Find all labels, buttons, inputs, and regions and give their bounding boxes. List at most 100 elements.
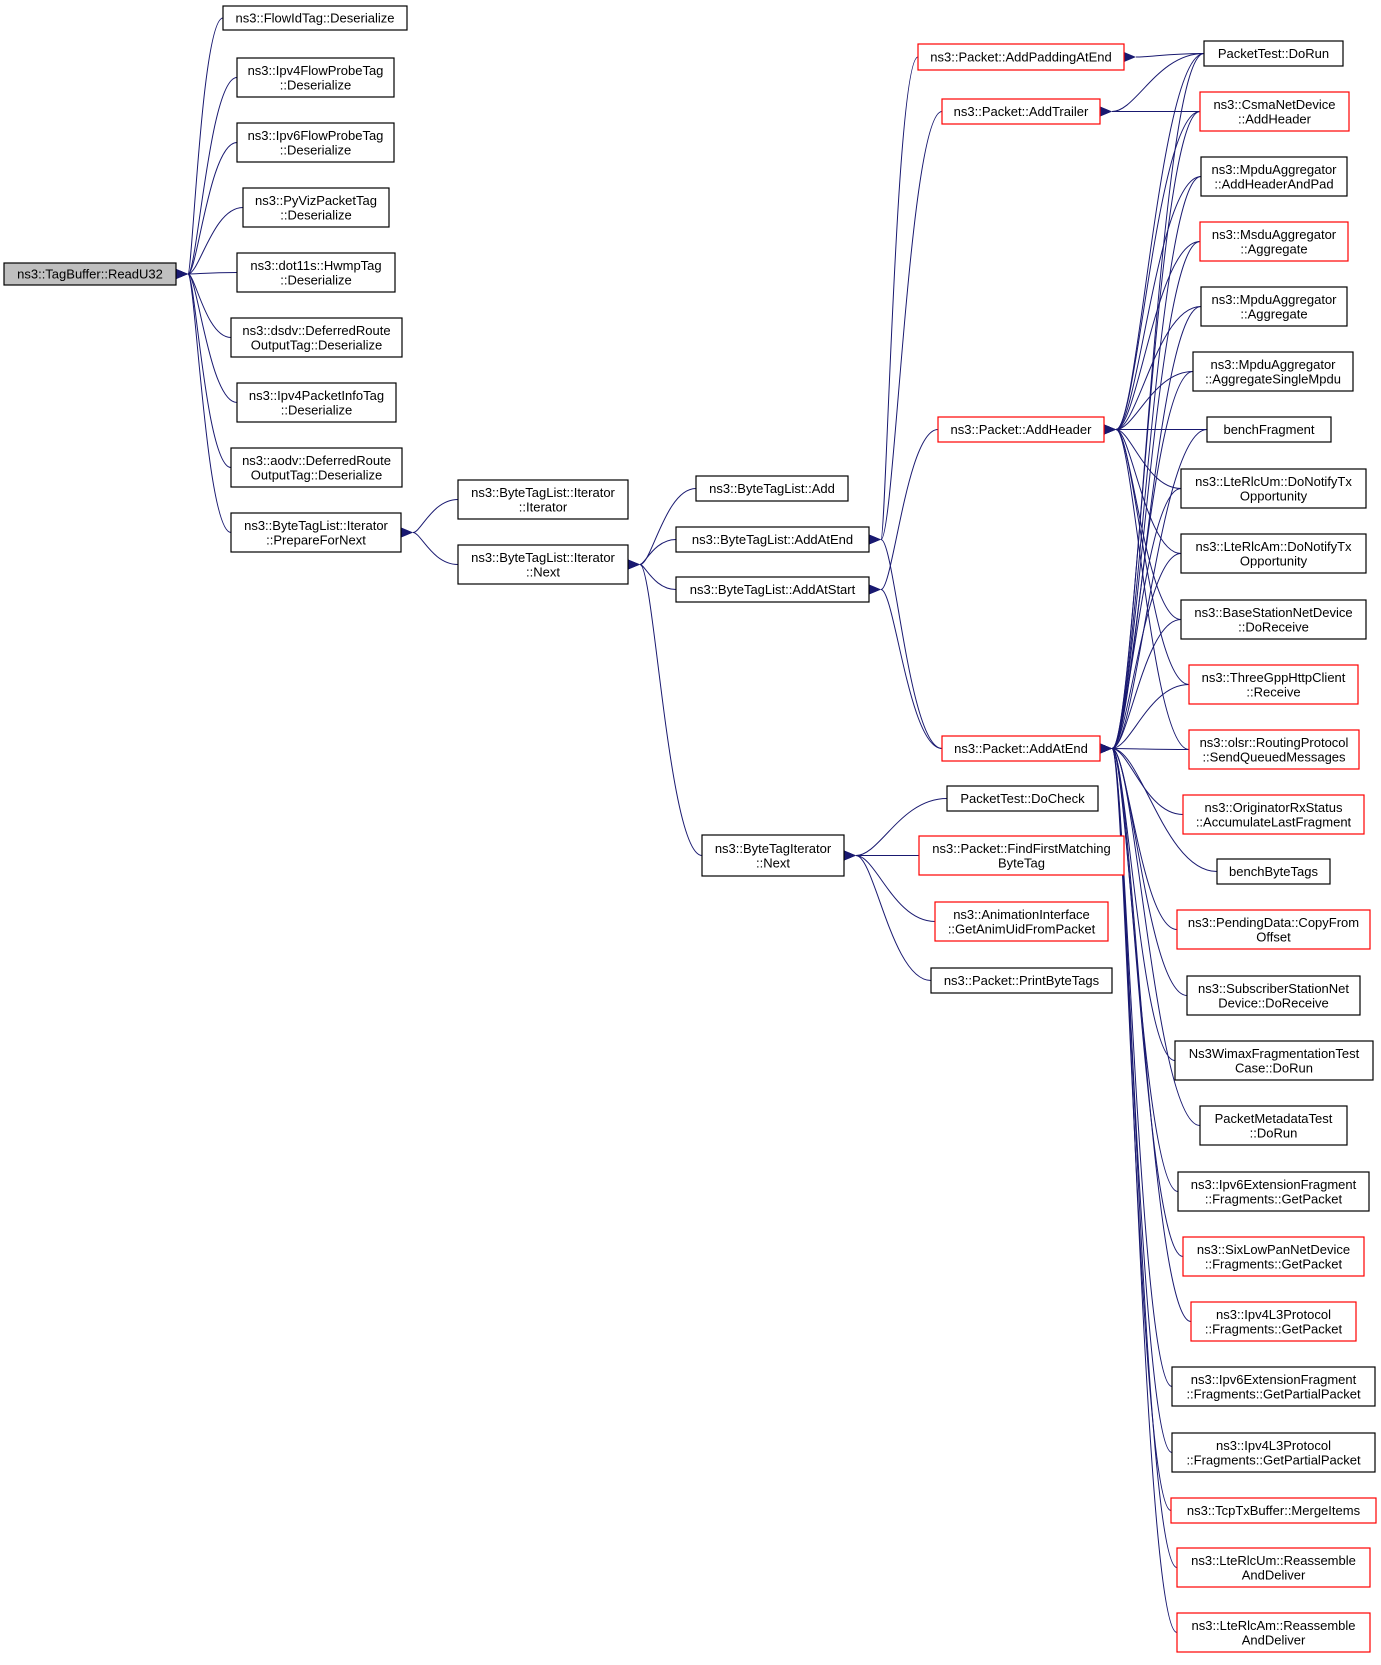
node-label-line: ::Deserialize	[280, 207, 352, 222]
node-label-line: ns3::ByteTagList::Iterator	[244, 518, 388, 533]
node-label-line: ns3::Packet::AddTrailer	[954, 104, 1089, 119]
node-label-line: PacketMetadataTest	[1215, 1111, 1333, 1126]
node-label-line: AndDeliver	[1242, 1632, 1306, 1647]
node-label-line: ns3::LteRlcUm::DoNotifyTx	[1195, 474, 1352, 489]
graph-node-aodv[interactable]: ns3::aodv::DeferredRouteOutputTag::Deser…	[230, 447, 403, 488]
edge-paddtrailer-to-btlatend	[868, 111, 943, 545]
graph-node-btlatstart[interactable]: ns3::ByteTagList::AddAtStart	[675, 576, 870, 603]
edge-btlatend-to-iternext	[627, 539, 677, 570]
node-label-line: Ns3WimaxFragmentationTest	[1189, 1046, 1360, 1061]
graph-node-paddpad[interactable]: ns3::Packet::AddPaddingAtEnd	[917, 43, 1125, 71]
graph-node-prepare[interactable]: ns3::ByteTagList::Iterator::PrepareForNe…	[230, 512, 402, 553]
graph-node-benchbyte[interactable]: benchByteTags	[1216, 858, 1331, 885]
graph-node-csma[interactable]: ns3::CsmaNetDevice::AddHeader	[1199, 91, 1350, 132]
node-box	[1180, 533, 1367, 574]
graph-node-bsrecv[interactable]: ns3::BaseStationNetDevice::DoReceive	[1180, 599, 1367, 640]
graph-node-btladd[interactable]: ns3::ByteTagList::Add	[695, 475, 849, 502]
graph-node-mpduagg[interactable]: ns3::MpduAggregator::Aggregate	[1200, 286, 1348, 327]
graph-node-ipv4pkt[interactable]: ns3::Ipv4PacketInfoTag::Deserialize	[236, 382, 397, 423]
graph-node-root[interactable]: ns3::TagBuffer::ReadU32	[3, 262, 177, 286]
node-box	[946, 785, 1099, 812]
graph-node-ssrecv[interactable]: ns3::SubscriberStationNetDevice::DoRecei…	[1186, 975, 1361, 1016]
node-label-line: ns3::ByteTagList::Iterator	[471, 550, 615, 565]
edge-msduagg-to-paddheader	[1103, 241, 1201, 435]
node-box	[236, 252, 396, 293]
node-box	[236, 382, 397, 423]
node-label-line: ns3::olsr::RoutingProtocol	[1200, 735, 1349, 750]
graph-node-btlatend[interactable]: ns3::ByteTagList::AddAtEnd	[675, 526, 870, 553]
node-box	[1171, 1366, 1376, 1407]
graph-node-tcpmerge[interactable]: ns3::TcpTxBuffer::MergeItems	[1170, 1497, 1377, 1524]
node-label-line: ns3::Ipv4PacketInfoTag	[249, 388, 384, 403]
node-label-line: ns3::Ipv4L3Protocol	[1216, 1307, 1331, 1322]
node-box	[918, 835, 1125, 876]
node-label-line: benchFragment	[1223, 422, 1314, 437]
edges-layer	[175, 17, 1218, 1633]
graph-node-ipv6flow[interactable]: ns3::Ipv6FlowProbeTag::Deserialize	[236, 122, 395, 163]
edge-aodv-to-root	[175, 268, 232, 468]
node-box	[1216, 858, 1331, 885]
graph-node-olsr[interactable]: ns3::olsr::RoutingProtocol::SendQueuedMe…	[1188, 729, 1360, 770]
node-label-line: ns3::Ipv6FlowProbeTag	[248, 128, 384, 143]
graph-node-ipv6fragget[interactable]: ns3::Ipv6ExtensionFragment::Fragments::G…	[1177, 1171, 1370, 1212]
node-box	[457, 479, 629, 520]
graph-node-ipv4partial[interactable]: ns3::Ipv4L3Protocol::Fragments::GetParti…	[1171, 1432, 1376, 1473]
node-label-line: ::Deserialize	[280, 142, 352, 157]
graph-node-btinext[interactable]: ns3::ByteTagIterator::Next	[701, 834, 845, 877]
nodes-layer: ns3::TagBuffer::ReadU32 ns3::FlowIdTag::D…	[3, 5, 1377, 1653]
node-label-line: ::Fragments::GetPacket	[1205, 1191, 1343, 1206]
graph-node-ipv4l3get[interactable]: ns3::Ipv4L3Protocol::Fragments::GetPacke…	[1190, 1301, 1357, 1342]
node-label-line: ::Deserialize	[281, 402, 353, 417]
node-box	[1176, 909, 1371, 950]
node-box	[941, 98, 1101, 125]
graph-node-paddtrailer[interactable]: ns3::Packet::AddTrailer	[941, 98, 1101, 125]
edge-pmeta-to-paddatend	[1099, 743, 1201, 1126]
node-box	[1188, 664, 1359, 705]
graph-node-msduagg[interactable]: ns3::MsduAggregator::Aggregate	[1199, 221, 1349, 262]
graph-node-ipv4flow[interactable]: ns3::Ipv4FlowProbeTag::Deserialize	[236, 57, 395, 98]
node-label-line: ::SendQueuedMessages	[1202, 749, 1346, 764]
graph-node-mpduhdr[interactable]: ns3::MpduAggregator::AddHeaderAndPad	[1200, 156, 1348, 197]
graph-node-pmeta[interactable]: PacketMetadataTest::DoRun	[1199, 1105, 1348, 1146]
edge-rlcamreasm-to-paddatend	[1099, 742, 1178, 1633]
graph-node-iternext[interactable]: ns3::ByteTagList::Iterator::Next	[457, 544, 629, 585]
node-label-line: ns3::PendingData::CopyFrom	[1188, 915, 1359, 930]
graph-node-ipv6partial[interactable]: ns3::Ipv6ExtensionFragment::Fragments::G…	[1171, 1366, 1376, 1407]
node-label-line: ns3::PyVizPacketTag	[255, 193, 377, 208]
graph-node-pdocheck[interactable]: PacketTest::DoCheck	[946, 785, 1099, 812]
graph-node-iterctor[interactable]: ns3::ByteTagList::Iterator::Iterator	[457, 479, 629, 520]
graph-node-pyviz[interactable]: ns3::PyVizPacketTag::Deserialize	[242, 187, 390, 228]
graph-node-flowid[interactable]: ns3::FlowIdTag::Deserialize	[222, 5, 408, 31]
edge-origrx-to-paddatend	[1099, 743, 1184, 815]
graph-node-pprint[interactable]: ns3::Packet::PrintByteTags	[930, 967, 1113, 994]
node-label-line: ns3::OriginatorRxStatus	[1204, 800, 1343, 815]
node-label-line: ::Next	[756, 855, 790, 870]
graph-node-hwmp[interactable]: ns3::dot11s::HwmpTag::Deserialize	[236, 252, 396, 293]
graph-node-benchfrag[interactable]: benchFragment	[1206, 416, 1332, 443]
graph-node-sixlow[interactable]: ns3::SixLowPanNetDevice::Fragments::GetP…	[1182, 1236, 1365, 1277]
graph-node-paddatend[interactable]: ns3::Packet::AddAtEnd	[941, 735, 1101, 762]
graph-node-mpdusingle[interactable]: ns3::MpduAggregator::AggregateSingleMpdu	[1192, 351, 1354, 392]
graph-node-http[interactable]: ns3::ThreeGppHttpClient::Receive	[1188, 664, 1359, 705]
edge-mpdusingle-to-paddheader	[1103, 371, 1194, 435]
node-label-line: ::DoReceive	[1238, 619, 1309, 634]
node-box	[1203, 40, 1344, 67]
graph-node-dsdv[interactable]: ns3::dsdv::DeferredRouteOutputTag::Deser…	[230, 317, 403, 358]
node-label-line: ns3::LteRlcAm::DoNotifyTx	[1195, 539, 1352, 554]
node-label-line: ns3::Packet::AddPaddingAtEnd	[930, 50, 1111, 65]
node-label-line: OutputTag::Deserialize	[251, 467, 383, 482]
edge-hwmp-to-root	[175, 269, 238, 280]
node-label-line: PacketTest::DoCheck	[960, 791, 1085, 806]
graph-node-animuid[interactable]: ns3::AnimationInterface::GetAnimUidFromP…	[934, 901, 1109, 942]
node-label-line: ns3::ByteTagIterator	[715, 841, 832, 856]
graph-node-ptdorun[interactable]: PacketTest::DoRun	[1203, 40, 1344, 67]
graph-node-paddheader[interactable]: ns3::Packet::AddHeader	[937, 416, 1105, 443]
graph-node-origrx[interactable]: ns3::OriginatorRxStatus::AccumulateLastF…	[1182, 794, 1365, 835]
